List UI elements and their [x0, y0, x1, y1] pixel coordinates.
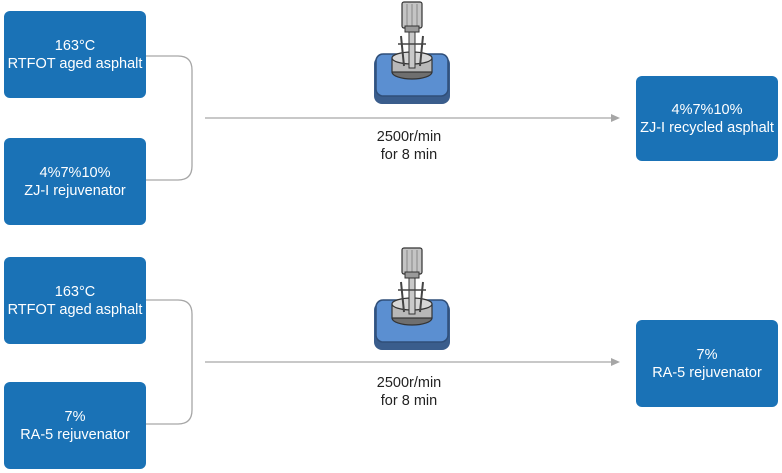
- process-speed: 2500r/min: [376, 375, 442, 391]
- box-line: RTFOT aged asphalt: [7, 301, 143, 318]
- process-duration: for 8 min: [380, 393, 438, 409]
- box-line: ZJ-I recycled asphalt: [640, 119, 774, 136]
- box-line: ZJ-I rejuvenator: [24, 182, 126, 199]
- box-line: RTFOT aged asphalt: [7, 55, 143, 72]
- process-duration: for 8 min: [380, 147, 438, 163]
- output-box-recycled-asphalt: 4%7%10% ZJ-I recycled asphalt: [636, 76, 778, 161]
- box-line: 7%: [696, 346, 718, 363]
- output-box-rejuvenator: 7% RA-5 rejuvenator: [636, 320, 778, 407]
- box-line: RA-5 rejuvenator: [20, 426, 130, 443]
- box-line: RA-5 rejuvenator: [652, 364, 762, 381]
- box-line: 163°C: [54, 283, 96, 300]
- box-line: 4%7%10%: [671, 101, 743, 118]
- box-line: 7%: [64, 408, 86, 425]
- input-box-aged-asphalt: 163°C RTFOT aged asphalt: [4, 11, 146, 98]
- input-box-rejuvenator: 4%7%10% ZJ-I rejuvenator: [4, 138, 146, 225]
- process-label: 2500r/min for 8 min: [349, 374, 469, 410]
- input-box-rejuvenator: 7% RA-5 rejuvenator: [4, 382, 146, 469]
- mixer-icon: [374, 1, 450, 104]
- process-label: 2500r/min for 8 min: [349, 128, 469, 164]
- input-box-aged-asphalt: 163°C RTFOT aged asphalt: [4, 257, 146, 344]
- box-line: 163°C: [54, 37, 96, 54]
- box-line: 4%7%10%: [39, 164, 111, 181]
- process-speed: 2500r/min: [376, 129, 442, 145]
- mixer-icon: [374, 247, 450, 350]
